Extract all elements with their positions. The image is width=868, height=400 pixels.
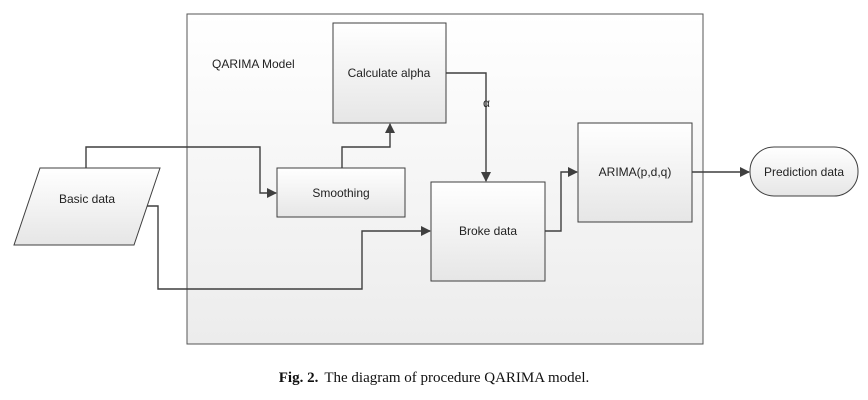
figure-caption: Fig. 2. The diagram of procedure QARIMA m… <box>0 370 868 387</box>
container-label: QARIMA Model <box>212 57 295 71</box>
node-broke-data <box>430 181 546 282</box>
edge-alpha-to-broke <box>446 72 491 182</box>
node-arima-label: ARIMA(p,d,q) <box>599 165 672 179</box>
node-smoothing-label: Smoothing <box>312 186 369 200</box>
edge-broke-to-arima <box>545 167 578 232</box>
edge-basic-to-broke <box>146 205 431 290</box>
node-smoothing <box>276 167 406 218</box>
node-basic-data <box>13 167 161 246</box>
caption-text: The diagram of procedure QARIMA model. <box>324 370 590 386</box>
node-calculate-alpha <box>332 22 447 124</box>
node-calculate-alpha-label: Calculate alpha <box>348 66 431 80</box>
node-prediction-data <box>749 146 859 197</box>
qarima-diagram: QARIMA Model α Basic data Smoothing Calc… <box>13 13 859 345</box>
edge-label-alpha: α <box>483 96 490 110</box>
edge-smoothing-to-alpha <box>341 123 395 168</box>
node-broke-data-label: Broke data <box>459 224 517 238</box>
node-basic-data-label: Basic data <box>59 192 115 206</box>
caption-figure-number: Fig. 2. <box>278 370 319 386</box>
edge-basic-to-smoothing <box>85 146 277 198</box>
node-arima <box>577 122 693 223</box>
node-prediction-data-label: Prediction data <box>764 165 844 179</box>
